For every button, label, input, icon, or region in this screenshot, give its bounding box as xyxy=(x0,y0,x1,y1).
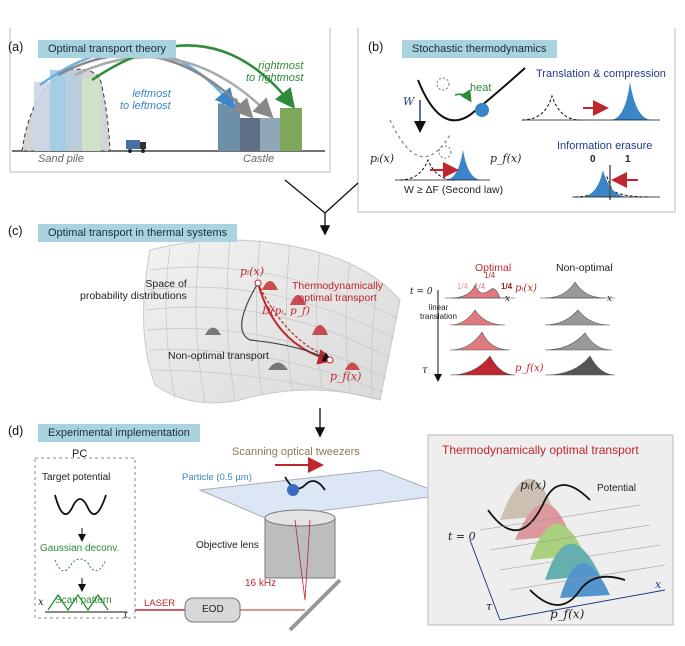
inset-pi-label: pᵢ(x) xyxy=(520,478,547,492)
distance-label: D(pᵢ, p_f) xyxy=(262,305,310,317)
nonoptimal-label: Non-optimal transport xyxy=(168,350,269,362)
quarter-2: 1/4 xyxy=(474,282,486,291)
work-label: W xyxy=(403,95,415,108)
panel-d xyxy=(34,434,674,632)
scan-t-label: t xyxy=(124,610,129,621)
freq-label: 16 kHz xyxy=(245,578,277,589)
pi-label-stack: pᵢ(x) xyxy=(515,283,537,294)
linear-label: linear translation xyxy=(420,303,457,321)
panel-b xyxy=(357,28,676,213)
x-label-c1: x xyxy=(505,294,511,304)
laser-label: LASER xyxy=(144,598,176,609)
header-thermal: Optimal transport in thermal systems xyxy=(38,224,238,242)
panel-a xyxy=(9,28,331,173)
leftmost-label: leftmost to leftmost xyxy=(120,88,171,112)
pc-label: PC xyxy=(72,448,88,460)
translation-label: Translation & compression xyxy=(536,68,666,80)
tau-label-c: τ xyxy=(422,365,428,376)
rightmost-label: rightmost to rightmost xyxy=(246,60,304,84)
gaussian-label: Gaussian deconv. xyxy=(40,543,120,554)
panel-c-label: (c) xyxy=(8,224,23,238)
scan-label: Scan pattern xyxy=(55,595,112,606)
eod-label: EOD xyxy=(202,604,224,615)
sand-pile-label: Sand pile xyxy=(38,153,84,165)
panel-a-label: (a) xyxy=(8,40,24,54)
header-experimental: Experimental implementation xyxy=(38,424,200,442)
pf-label-b: p_f(x) xyxy=(490,152,522,165)
second-law-label: W ≥ ΔF (Second law) xyxy=(404,184,504,196)
quarter-4: 1/4 xyxy=(501,282,513,291)
col-nonoptimal: Non-optimal xyxy=(556,262,613,274)
x-label-c2: x xyxy=(607,294,613,304)
inset-potential-label: Potential xyxy=(597,483,636,494)
tweezers-label: Scanning optical tweezers xyxy=(232,446,360,458)
panel-c xyxy=(143,239,401,404)
header-stochastic: Stochastic thermodynamics xyxy=(402,40,557,58)
inset-tau-label: τ xyxy=(486,600,493,613)
optimal-label: Thermodynamically optimal transport xyxy=(292,280,384,304)
pf-label-stack: p_f(x) xyxy=(515,363,544,374)
castle-label: Castle xyxy=(243,153,275,165)
pf-label-c: p_f(x) xyxy=(330,370,362,383)
col-optimal: Optimal xyxy=(475,262,512,274)
inset-t0-label: t = 0 xyxy=(448,530,476,543)
heat-label: heat xyxy=(470,82,492,94)
pi-label-b: pᵢ(x) xyxy=(370,152,395,165)
header-optimal-transport: Optimal transport theory xyxy=(38,40,176,58)
t0-label-c: t = 0 xyxy=(410,287,433,297)
inset-title: Thermodynamically optimal transport xyxy=(442,443,639,457)
bit-one: 1 xyxy=(625,154,631,165)
space-label: Space of probability distributions xyxy=(80,278,187,302)
particle-label: Particle (0.5 µm) xyxy=(182,472,252,483)
bit-zero: 0 xyxy=(590,154,596,165)
erasure-label: Information erasure xyxy=(557,140,653,152)
pi-label-c: pᵢ(x) xyxy=(240,265,265,278)
quarter-3: 1/4 xyxy=(484,271,496,280)
lens-label: Objective lens xyxy=(196,540,259,551)
quarter-1: 1/4 xyxy=(457,282,469,291)
scan-x-label: x xyxy=(38,597,44,608)
inset-pf-label: p_f(x) xyxy=(550,607,585,621)
panel-b-label: (b) xyxy=(368,40,384,54)
target-potential-label: Target potential xyxy=(42,472,111,483)
panel-c-stacks xyxy=(434,281,616,382)
inset-x-label: x xyxy=(655,578,662,591)
panel-d-label: (d) xyxy=(8,424,24,438)
